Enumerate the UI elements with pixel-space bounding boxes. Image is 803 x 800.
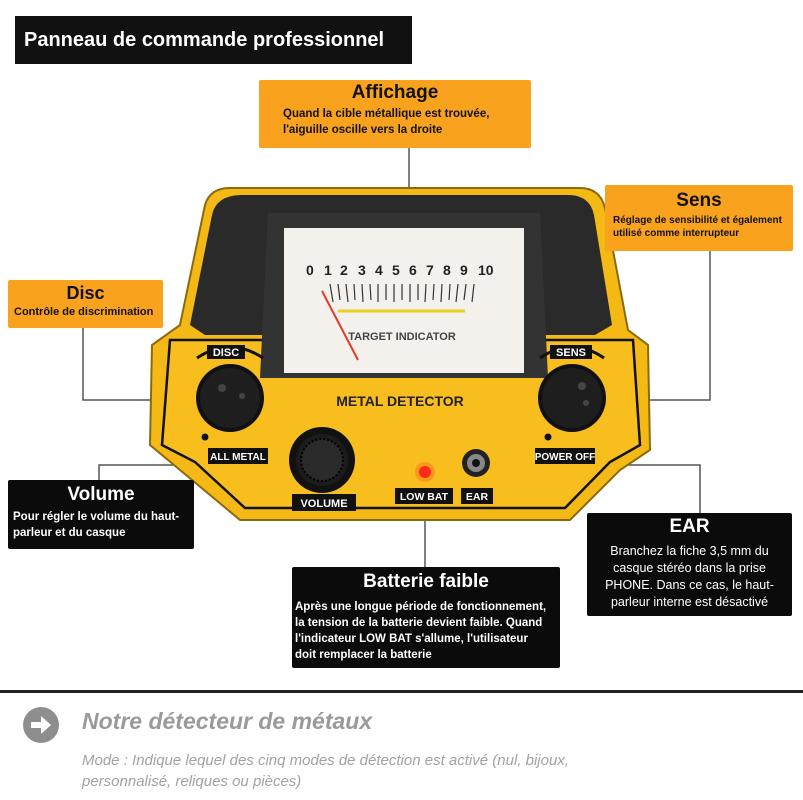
meter-number: 4 bbox=[375, 262, 383, 278]
callout-disc: Disc Contrôle de discrimination bbox=[8, 280, 163, 328]
callout-affichage: Affichage Quand la cible métallique est … bbox=[259, 80, 531, 148]
metal-detector-control-panel: 0 1 2 3 4 5 6 7 8 9 10 TARGET INDICATOR … bbox=[82, 148, 711, 572]
callout-sens: Sens Réglage de sensibilité et également… bbox=[605, 185, 793, 251]
sens-label: SENS bbox=[556, 347, 586, 359]
meter-number: 0 bbox=[306, 262, 314, 278]
callout-ear: EAR Branchez la fiche 3,5 mm du casque s… bbox=[587, 513, 792, 616]
callout-volume: Volume Pour régler le volume du haut- pa… bbox=[8, 480, 194, 549]
callout-ear-line: parleur interne est désactivé bbox=[610, 595, 769, 609]
callout-volume-title: Volume bbox=[67, 484, 135, 505]
disc-label-bg bbox=[207, 345, 245, 359]
callout-ear-line: PHONE. Dans ce cas, le haut- bbox=[605, 578, 774, 592]
meter-number: 10 bbox=[478, 262, 494, 278]
volume-knob[interactable]: VOLUME bbox=[289, 427, 356, 511]
ear-jack[interactable]: EAR bbox=[461, 449, 493, 504]
footer-description: Mode : Indique lequel des cinq modes de … bbox=[82, 752, 569, 790]
callout-disc-title: Disc bbox=[66, 283, 105, 303]
callout-ear-line: Branchez la fiche 3,5 mm du bbox=[610, 544, 769, 558]
meter-scale-labels: 0 1 2 3 4 5 6 7 8 9 10 bbox=[306, 262, 494, 278]
meter-number: 9 bbox=[460, 262, 468, 278]
footer-title: Notre détecteur de métaux bbox=[82, 708, 373, 734]
meter-number: 3 bbox=[358, 262, 366, 278]
callout-ear-line: casque stéréo dans la prise bbox=[613, 561, 766, 575]
low-bat-label-bg bbox=[395, 488, 453, 504]
sens-knob[interactable]: SENS POWER OFF bbox=[535, 345, 606, 464]
ear-label-bg bbox=[461, 488, 493, 504]
callout-sens-line: Réglage de sensibilité et également bbox=[613, 215, 782, 226]
meter-needle bbox=[321, 290, 359, 361]
meter-face bbox=[284, 228, 524, 373]
power-off-label-bg bbox=[535, 448, 595, 464]
meter-number: 1 bbox=[324, 262, 332, 278]
callout-affichage-line: Quand la cible métallique est trouvée, bbox=[283, 108, 490, 120]
page-title: Panneau de commande professionnel bbox=[15, 16, 412, 64]
callout-volume-line: parleur et du casque bbox=[13, 527, 126, 539]
meter-ticks bbox=[329, 283, 475, 303]
volume-label-bg bbox=[292, 494, 356, 511]
power-off-label: POWER OFF bbox=[535, 452, 596, 463]
volume-label: VOLUME bbox=[300, 498, 347, 510]
product-label: METAL DETECTOR bbox=[336, 393, 464, 409]
all-metal-label-bg bbox=[208, 448, 268, 464]
callout-batterie-faible: Batterie faible Après une longue période… bbox=[292, 567, 560, 668]
disc-knob[interactable]: DISC ALL METAL bbox=[196, 345, 268, 464]
callout-batterie-line: l'indicateur LOW BAT s'allume, l'utilisa… bbox=[295, 633, 528, 645]
callout-disc-line: Contrôle de discrimination bbox=[14, 306, 154, 318]
meter-number: 8 bbox=[443, 262, 451, 278]
callout-affichage-line: l'aiguille oscille vers la droite bbox=[283, 124, 443, 136]
callout-batterie-line: doit remplacer la batterie bbox=[295, 649, 432, 661]
device-lower-panel bbox=[160, 338, 642, 510]
meter-number: 6 bbox=[409, 262, 417, 278]
low-bat-label: LOW BAT bbox=[400, 491, 449, 503]
callout-sens-line: utilisé comme interrupteur bbox=[613, 228, 740, 239]
meter-number: 2 bbox=[340, 262, 348, 278]
footer-divider bbox=[0, 690, 803, 693]
callout-batterie-line: Après une longue période de fonctionneme… bbox=[295, 601, 547, 613]
meter-number: 7 bbox=[426, 262, 434, 278]
disc-label: DISC bbox=[213, 347, 239, 359]
callout-affichage-title: Affichage bbox=[351, 82, 439, 103]
ear-label: EAR bbox=[466, 491, 489, 503]
callout-volume-line: Pour régler le volume du haut- bbox=[13, 511, 180, 523]
arrow-right-circle-icon[interactable] bbox=[22, 706, 60, 744]
callout-sens-title: Sens bbox=[676, 190, 722, 211]
sens-label-bg bbox=[550, 345, 592, 359]
callout-ear-title: EAR bbox=[669, 516, 710, 537]
all-metal-label: ALL METAL bbox=[210, 452, 266, 463]
callout-batterie-title: Batterie faible bbox=[363, 571, 489, 592]
low-bat-indicator: LOW BAT bbox=[395, 462, 453, 504]
callout-batterie-line: la tension de la batterie devient faible… bbox=[295, 617, 543, 629]
meter-label: TARGET INDICATOR bbox=[348, 331, 456, 343]
meter-number: 5 bbox=[392, 262, 400, 278]
